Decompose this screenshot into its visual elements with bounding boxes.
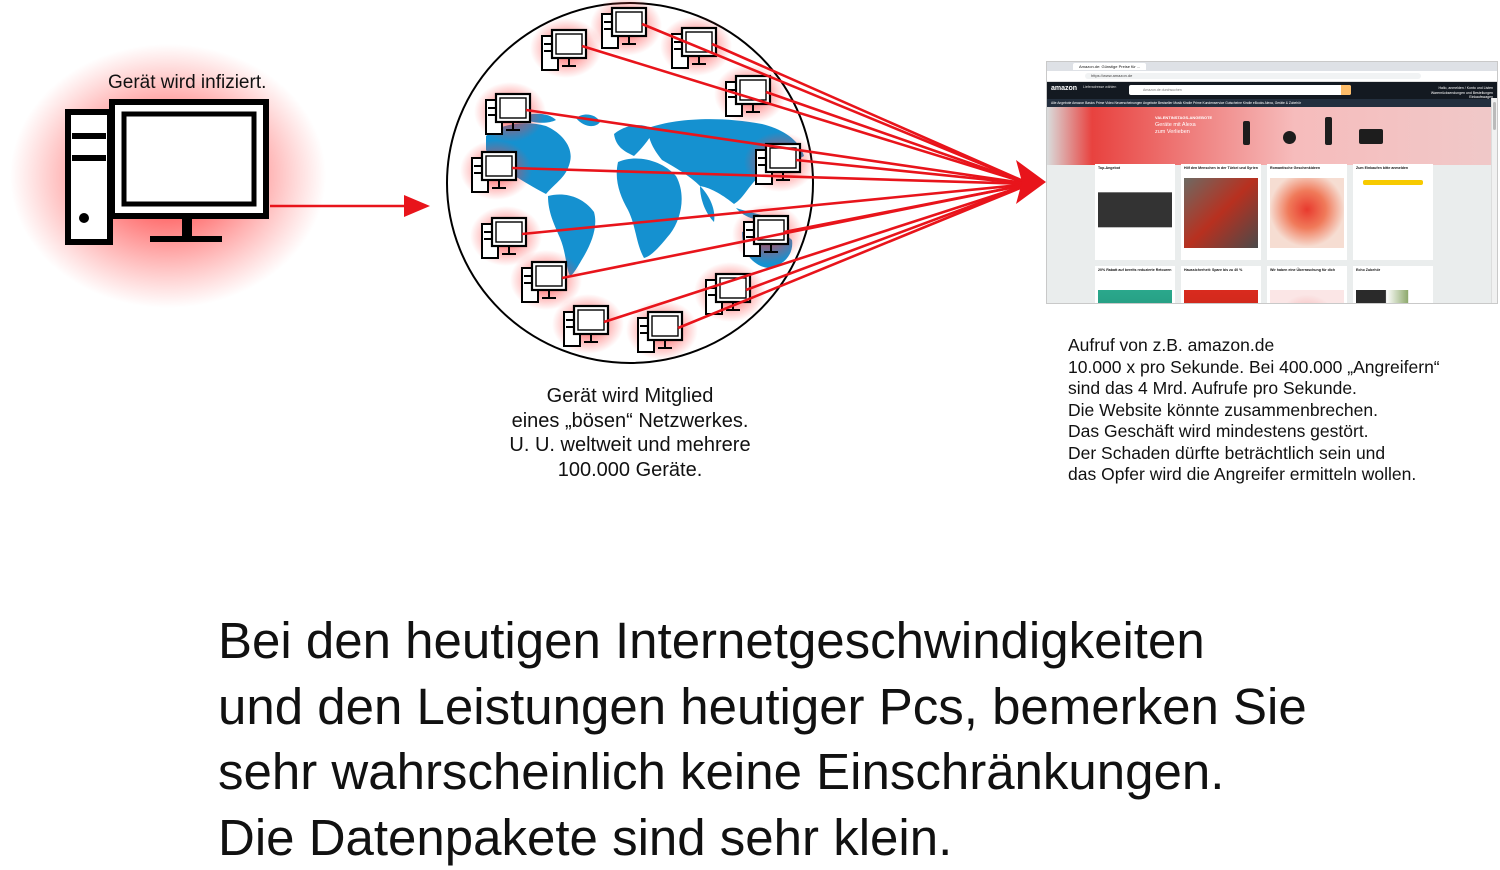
bottom-statement: Bei den heutigen Internetgeschwindigkeit… xyxy=(218,608,1307,870)
amazon-logo: amazon xyxy=(1051,85,1077,92)
browser-urlbar: https://www.amazon.de xyxy=(1047,71,1497,82)
card-title: Zum Einkaufen bitte anmelden xyxy=(1353,164,1433,173)
attack-caption-line: Die Website könnte zusammenbrechen. xyxy=(1068,400,1440,422)
deliver-to: Lieferadresse wählen xyxy=(1083,85,1116,90)
card-title: Hilf den Menschen in der Türkei und Syri… xyxy=(1181,164,1261,173)
card: Haussicherheit: Spare bis zu 40 % xyxy=(1181,266,1261,304)
cart-link: Einkaufswagen xyxy=(1431,95,1493,100)
network-caption-line: 100.000 Geräte. xyxy=(470,458,790,483)
echo-device xyxy=(1325,117,1332,145)
scrollbar xyxy=(1491,98,1497,304)
card: Zum Einkaufen bitte anmelden xyxy=(1353,164,1433,260)
bottom-statement-line: Bei den heutigen Internetgeschwindigkeit… xyxy=(218,608,1307,674)
attack-caption-line: das Opfer wird die Angreifer ermitteln w… xyxy=(1068,464,1440,486)
amazon-search-placeholder: Amazon.de durchsuchen xyxy=(1129,85,1351,95)
attack-caption: Aufruf von z.B. amazon.de 10.000 x pro S… xyxy=(1068,335,1440,486)
hero-title: Geräte mit Alexa zum Verlieben xyxy=(1155,122,1196,135)
amazon-hero-banner: VALENTINSTAGS-ANGEBOTE Geräte mit Alexa … xyxy=(1047,107,1497,165)
hero-kicker: VALENTINSTAGS-ANGEBOTE xyxy=(1155,115,1212,120)
card: Romantische Geschenkideen xyxy=(1267,164,1347,260)
card-image xyxy=(1098,290,1172,304)
card: Echo Zubehör xyxy=(1353,266,1433,304)
echo-device xyxy=(1283,131,1296,144)
network-caption: Gerät wird Mitglied eines „bösen“ Netzwe… xyxy=(470,384,790,482)
echo-show-device xyxy=(1359,129,1383,144)
echo-device xyxy=(1243,121,1250,145)
browser-tabbar: Amazon.de: Günstige Preise für ... xyxy=(1047,62,1497,71)
attack-caption-line: Das Geschäft wird mindestens gestört. xyxy=(1068,421,1440,443)
bottom-statement-line: und den Leistungen heutiger Pcs, bemerke… xyxy=(218,674,1307,740)
attack-caption-line: 10.000 x pro Sekunde. Bei 400.000 „Angre… xyxy=(1068,357,1440,379)
amazon-header: amazon Lieferadresse wählen Amazon.de du… xyxy=(1047,82,1497,99)
amazon-account: Hallo, anmelden / Konto und Listen Waren… xyxy=(1431,86,1493,100)
card-image xyxy=(1184,178,1258,248)
card: Wir haben eine Überraschung für dich xyxy=(1267,266,1347,304)
target-website-screenshot: Amazon.de: Günstige Preise für ... https… xyxy=(1046,61,1498,304)
amazon-search: Amazon.de durchsuchen xyxy=(1129,85,1351,95)
hero-title-line: Geräte mit Alexa xyxy=(1155,122,1196,129)
amazon-cards: Top-Angebot Hilf den Menschen in der Tür… xyxy=(1095,164,1445,304)
card-title: Haussicherheit: Spare bis zu 40 % xyxy=(1181,266,1261,275)
attack-caption-line: Der Schaden dürfte beträchtlich sein und xyxy=(1068,443,1440,465)
card-image xyxy=(1184,290,1258,304)
card-title: Echo Zubehör xyxy=(1353,266,1433,275)
card-title: Top-Angebot xyxy=(1095,164,1175,173)
bottom-statement-line: Die Datenpakete sind sehr klein. xyxy=(218,805,1307,870)
bottom-statement-line: sehr wahrscheinlich keine Einschränkunge… xyxy=(218,739,1307,805)
card-image xyxy=(1270,178,1344,248)
card-title: Wir haben eine Überraschung für dich xyxy=(1267,266,1347,275)
card-image xyxy=(1270,290,1344,304)
account-link: Hallo, anmelden / Konto und Listen xyxy=(1431,86,1493,91)
amazon-subnav: Alle Angebote Amazon Basics Prime Video … xyxy=(1047,99,1497,107)
card: Top-Angebot xyxy=(1095,164,1175,260)
search-icon xyxy=(1341,85,1351,95)
card: Hilf den Menschen in der Türkei und Syri… xyxy=(1181,164,1261,260)
scrollbar-thumb xyxy=(1493,102,1496,130)
attack-caption-line: Aufruf von z.B. amazon.de xyxy=(1068,335,1440,357)
card-image xyxy=(1356,290,1430,304)
card-title: Romantische Geschenkideen xyxy=(1267,164,1347,173)
attack-caption-line: sind das 4 Mrd. Aufrufe pro Sekunde. xyxy=(1068,378,1440,400)
browser-tab: Amazon.de: Günstige Preise für ... xyxy=(1073,63,1146,70)
card: 20% Rabatt auf bereits reduzierte Retour… xyxy=(1095,266,1175,304)
network-caption-line: eines „bösen“ Netzwerkes. xyxy=(470,409,790,434)
network-caption-line: Gerät wird Mitglied xyxy=(470,384,790,409)
card-image xyxy=(1098,178,1172,248)
infected-label: Gerät wird infiziert. xyxy=(108,72,266,94)
card-title: 20% Rabatt auf bereits reduzierte Retour… xyxy=(1095,266,1175,275)
signin-button xyxy=(1363,180,1423,185)
network-caption-line: U. U. weltweit und mehrere xyxy=(470,433,790,458)
hero-title-line: zum Verlieben xyxy=(1155,129,1196,136)
browser-url: https://www.amazon.de xyxy=(1085,73,1421,79)
